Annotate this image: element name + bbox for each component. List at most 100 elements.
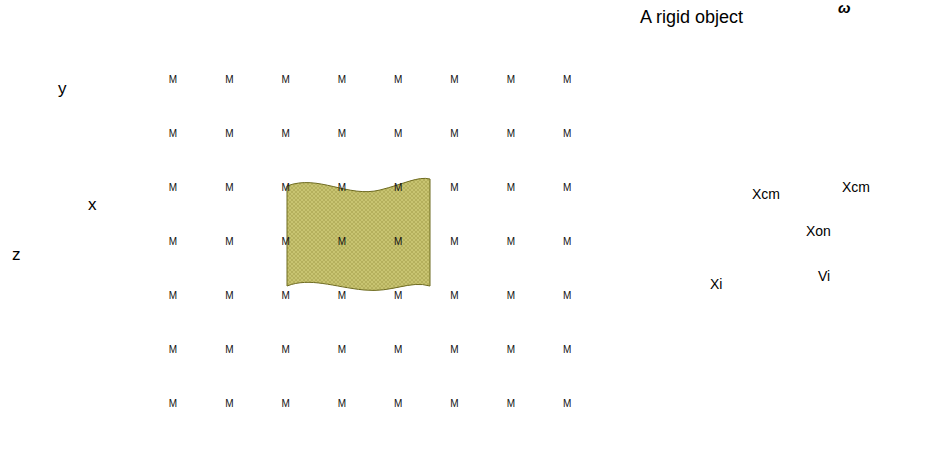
magnet-label: M <box>324 62 360 98</box>
magnet-circle: M <box>324 224 360 260</box>
spring-symbol <box>762 368 774 424</box>
magnet-label: M <box>211 278 247 314</box>
magnet-circle: M <box>268 386 304 422</box>
vector-label: Xi <box>710 272 722 292</box>
magnet-label: M <box>493 278 529 314</box>
magnet-circle: M <box>437 62 473 98</box>
magnet-circle: M <box>549 332 585 368</box>
magnet-circle: M <box>380 116 416 152</box>
magnet-label: M <box>437 386 473 422</box>
magnet-label: M <box>493 224 529 260</box>
magnet-label: M <box>155 224 191 260</box>
magnet-circle: M <box>211 170 247 206</box>
rigid-object <box>287 178 430 290</box>
magnet-label: M <box>268 224 304 260</box>
magnet-circle: M <box>324 116 360 152</box>
magnet-label: M <box>437 62 473 98</box>
magnet-circle: M <box>437 224 473 260</box>
magnet-circle: M <box>155 62 191 98</box>
magnet-circle: M <box>549 224 585 260</box>
magnet-label: M <box>549 170 585 206</box>
magnet-label: M <box>549 116 585 152</box>
magnet-label: M <box>324 170 360 206</box>
magnet-label: M <box>549 278 585 314</box>
label-text: A rigid object <box>640 7 743 27</box>
magnet-label: M <box>380 170 416 206</box>
magnet-circle: M <box>155 332 191 368</box>
leader-lines <box>424 34 738 226</box>
magnet-label: M <box>437 332 473 368</box>
label-text: Vi <box>818 268 830 284</box>
magnet-label: M <box>437 170 473 206</box>
magnet-circle: M <box>493 278 529 314</box>
magnet-circle: M <box>155 224 191 260</box>
magnet-circle: M <box>493 386 529 422</box>
magnet-label: M <box>324 224 360 260</box>
caption-label: A rigid object <box>640 8 743 28</box>
vector-label: Xcm <box>752 182 780 202</box>
label-text: z <box>12 245 21 264</box>
magnet-label: M <box>211 170 247 206</box>
magnet-circle: M <box>211 278 247 314</box>
magnet-label: M <box>155 332 191 368</box>
magnet-label: M <box>437 116 473 152</box>
magnet-circle: M <box>437 278 473 314</box>
magnet-label: M <box>268 332 304 368</box>
magnet-circle: M <box>380 170 416 206</box>
magnet-circle: M <box>493 224 529 260</box>
magnet-label: M <box>268 116 304 152</box>
magnet-panel <box>148 57 600 455</box>
spring-symbol <box>682 393 694 424</box>
label-text: Xcm <box>842 179 870 195</box>
magnet-label: M <box>380 62 416 98</box>
magnet-label: M <box>324 386 360 422</box>
axis-label: z <box>12 246 21 265</box>
vector-accent <box>842 178 853 179</box>
magnet-label: M <box>493 62 529 98</box>
magnet-circle: M <box>437 170 473 206</box>
magnet-circle: M <box>324 278 360 314</box>
magnet-circle: M <box>155 386 191 422</box>
magnet-label: M <box>211 224 247 260</box>
magnet-circle: M <box>268 332 304 368</box>
axes <box>12 86 128 238</box>
magnet-circle: M <box>268 170 304 206</box>
magnet-label: M <box>268 170 304 206</box>
magnet-label: M <box>155 278 191 314</box>
magnet-circle: M <box>549 278 585 314</box>
magnet-circle: M <box>493 62 529 98</box>
magnet-label: M <box>380 224 416 260</box>
side-view <box>630 310 897 456</box>
magnet-label: M <box>493 332 529 368</box>
magnet-circle: M <box>437 332 473 368</box>
magnet-label: M <box>549 224 585 260</box>
magnet-circle: M <box>268 278 304 314</box>
vector-label: Vi <box>818 264 830 284</box>
magnet-circle: M <box>155 116 191 152</box>
magnet-circle: M <box>380 224 416 260</box>
magnet-label: M <box>211 62 247 98</box>
magnet-circle: M <box>493 332 529 368</box>
magnet-label: M <box>437 278 473 314</box>
magnet-circle: M <box>380 62 416 98</box>
label-text: Xcm <box>752 186 780 202</box>
magnet-circle: M <box>437 116 473 152</box>
magnet-circle: M <box>324 170 360 206</box>
magnet-circle: M <box>268 62 304 98</box>
magnet-label: M <box>324 278 360 314</box>
magnet-circle: M <box>380 332 416 368</box>
magnet-circle: M <box>380 278 416 314</box>
magnet-label: M <box>549 332 585 368</box>
vector-accent <box>818 267 829 268</box>
magnet-label: M <box>211 332 247 368</box>
label-text: y <box>58 79 67 98</box>
axis-label: x <box>88 196 97 215</box>
magnet-label: M <box>211 386 247 422</box>
magnet-label: M <box>155 62 191 98</box>
magnet-label: M <box>380 278 416 314</box>
magnet-label: M <box>549 386 585 422</box>
